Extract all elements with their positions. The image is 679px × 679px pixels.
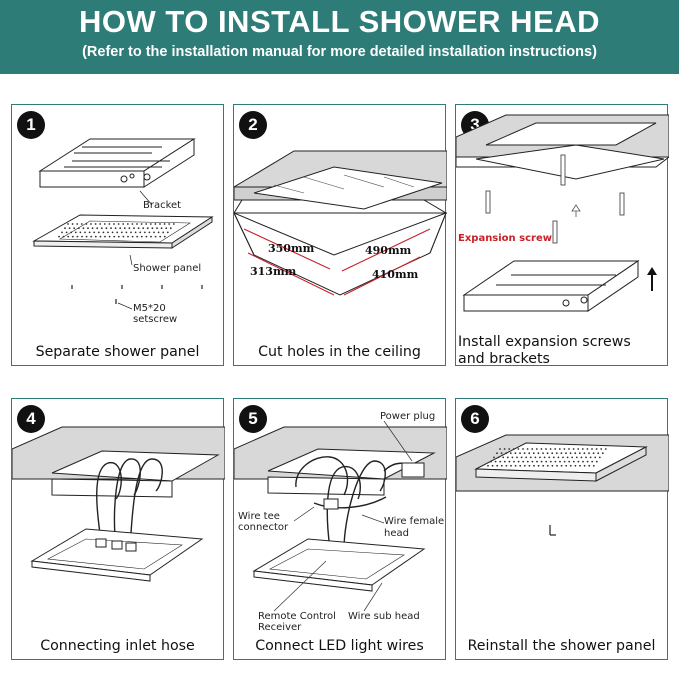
shower-panel-drawing — [32, 214, 214, 249]
wire-tee-label-2: connector — [238, 522, 289, 533]
ceiling-drawing — [456, 434, 669, 492]
step-6-panel: 6 Reinstall the shower panel — [455, 398, 669, 660]
ceiling-drawing — [456, 114, 669, 180]
setscrew-icon — [549, 525, 556, 536]
setscrew-label-2: setscrew — [133, 314, 178, 325]
step-2-panel: 2 350mm 313mm 490mm 410mm Cut holes in t… — [233, 104, 447, 366]
step-3-illustration — [456, 114, 669, 312]
remote-receiver-label-2: Receiver — [258, 622, 302, 633]
step-6-badge: 6 — [461, 405, 489, 433]
step-3-caption-line-1: Install expansion screws — [458, 334, 631, 350]
step-2-caption: Cut holes in the ceiling — [258, 344, 421, 360]
page-title: HOW TO INSTALL SHOWER HEAD — [78, 4, 601, 39]
shower-panel-label: Shower panel — [133, 263, 202, 274]
page-subtitle: (Refer to the installation manual for mo… — [82, 44, 597, 60]
step-1-caption: Separate shower panel — [35, 344, 200, 360]
ceiling-drawing — [12, 426, 225, 498]
bracket-drawing — [38, 138, 196, 188]
dimension-410: 410mm — [372, 268, 419, 281]
nozzle-dots — [58, 223, 175, 238]
step-6-illustration — [456, 434, 669, 536]
expansion-screw-label: Expansion screw — [458, 233, 552, 244]
step-5-badge: 5 — [239, 405, 267, 433]
step-5-panel: 5 Power plug Wire tee conn — [233, 398, 447, 660]
nozzle-dots — [487, 448, 607, 467]
step-4-panel: 4 Connecting inlet hose — [11, 398, 225, 660]
led-wires — [295, 456, 419, 550]
bracket-drawing — [462, 260, 640, 312]
remote-receiver-label-1: Remote Control — [258, 611, 336, 622]
expansion-screws — [485, 154, 625, 244]
wire-female-label-2: head — [384, 528, 409, 539]
step-5-caption: Connect LED light wires — [255, 638, 424, 654]
step-1-badge: 1 — [17, 111, 45, 139]
step-3-panel: 3 Expansion screw Install expansion scr — [455, 104, 669, 367]
wire-sub-head-label: Wire sub head — [348, 611, 420, 622]
setscrew-label-1: M5*20 — [133, 303, 166, 314]
step-6-caption: Reinstall the shower panel — [467, 638, 656, 654]
step-3-caption-line-2: and brackets — [458, 351, 550, 367]
inlet-hoses — [96, 458, 163, 552]
shower-panel-drawing — [252, 538, 426, 592]
ceiling-drawing — [234, 150, 447, 214]
ceiling-drawing — [234, 426, 447, 496]
wire-tee-label-1: Wire tee — [238, 511, 280, 522]
shower-panel-drawing — [30, 528, 204, 582]
step-4-badge: 4 — [17, 405, 45, 433]
step-2-illustration — [234, 150, 447, 296]
step-4-illustration — [12, 426, 225, 582]
step-1-illustration — [32, 138, 214, 310]
step-5-illustration — [234, 420, 447, 612]
dimension-350: 350mm — [268, 242, 315, 255]
dimension-490: 490mm — [365, 244, 412, 257]
step-4-caption: Connecting inlet hose — [40, 638, 195, 654]
dimension-313: 313mm — [250, 265, 297, 278]
power-plug-label: Power plug — [380, 411, 436, 422]
step-1-panel: 1 Bracket Sho — [11, 104, 224, 366]
bracket-label: Bracket — [143, 200, 182, 211]
page-header: HOW TO INSTALL SHOWER HEAD (Refer to the… — [0, 0, 679, 74]
step-2-badge: 2 — [239, 111, 267, 139]
wire-female-label-1: Wire female — [384, 516, 445, 527]
